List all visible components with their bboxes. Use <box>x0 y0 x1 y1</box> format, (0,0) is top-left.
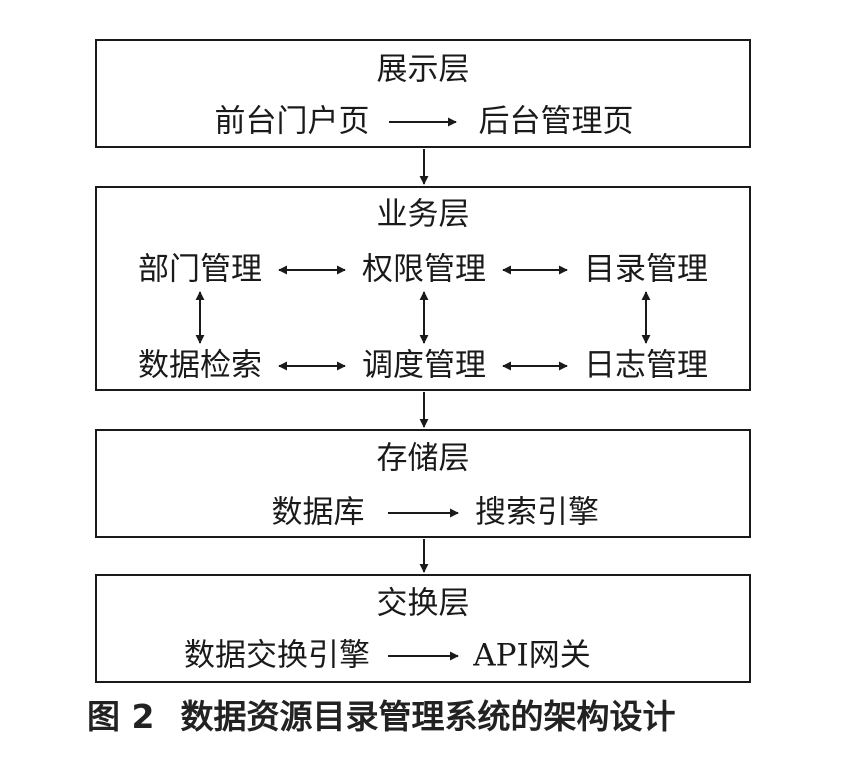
log-management-node: 日志管理 <box>584 347 708 384</box>
backend-admin-node: 后台管理页 <box>478 103 634 140</box>
figure-caption-text: 数据资源目录管理系统的架构设计 <box>180 697 676 736</box>
api-gateway-node: API网关 <box>473 637 591 674</box>
storage-layer-title: 存储层 <box>376 440 470 477</box>
business-layer-box <box>95 186 751 391</box>
presentation-layer-box <box>95 39 751 148</box>
frontend-portal-node: 前台门户页 <box>214 103 370 140</box>
permission-management-node: 权限管理 <box>362 251 486 288</box>
database-node: 数据库 <box>271 494 365 531</box>
storage-layer-box <box>95 429 751 538</box>
figure-caption: 图 2 数据资源目录管理系统的架构设计 <box>87 700 675 733</box>
presentation-layer-title: 展示层 <box>376 51 470 88</box>
figure-number: 图 2 <box>87 697 155 736</box>
exchange-layer-box <box>95 574 751 683</box>
catalog-management-node: 目录管理 <box>584 251 708 288</box>
schedule-management-node: 调度管理 <box>362 347 486 384</box>
dept-management-node: 部门管理 <box>138 251 262 288</box>
search-engine-node: 搜索引擎 <box>475 494 599 531</box>
data-search-node: 数据检索 <box>138 347 262 384</box>
business-layer-title: 业务层 <box>376 196 470 233</box>
data-exchange-engine-node: 数据交换引擎 <box>184 637 370 674</box>
exchange-layer-title: 交换层 <box>376 585 470 622</box>
